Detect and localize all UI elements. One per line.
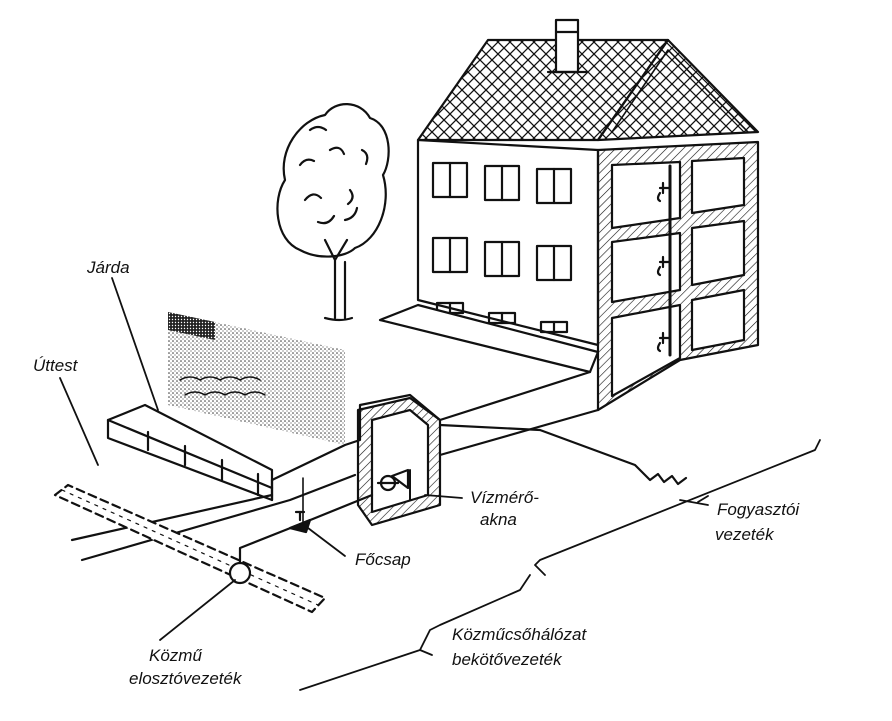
label-kozmucso-2: bekötővezeték bbox=[452, 650, 562, 669]
house-roof bbox=[418, 20, 758, 140]
label-focsap: Főcsap bbox=[355, 550, 411, 569]
label-kozmu-2: elosztóvezeték bbox=[129, 669, 241, 688]
chimney bbox=[556, 20, 578, 72]
house-section bbox=[598, 142, 758, 410]
label-uttest: Úttest bbox=[33, 356, 77, 375]
label-jarda: Járda bbox=[87, 258, 130, 277]
distribution-main-pipe bbox=[55, 485, 325, 612]
tree bbox=[277, 104, 388, 320]
label-kozmucso-1: Közműcsőhálózat bbox=[452, 625, 586, 644]
label-vizmero-2: akna bbox=[480, 510, 517, 529]
label-fogyasztoi-2: vezeték bbox=[715, 525, 774, 544]
label-vizmero-1: Vízmérő- bbox=[470, 488, 539, 507]
sidewalk bbox=[168, 312, 345, 445]
main-valve-icon bbox=[290, 520, 310, 532]
consumer-pipe bbox=[440, 425, 686, 484]
label-fogyasztoi-1: Fogyasztói bbox=[717, 500, 799, 519]
label-kozmu-1: Közmű bbox=[149, 646, 202, 665]
water-meter-pit bbox=[358, 398, 440, 525]
